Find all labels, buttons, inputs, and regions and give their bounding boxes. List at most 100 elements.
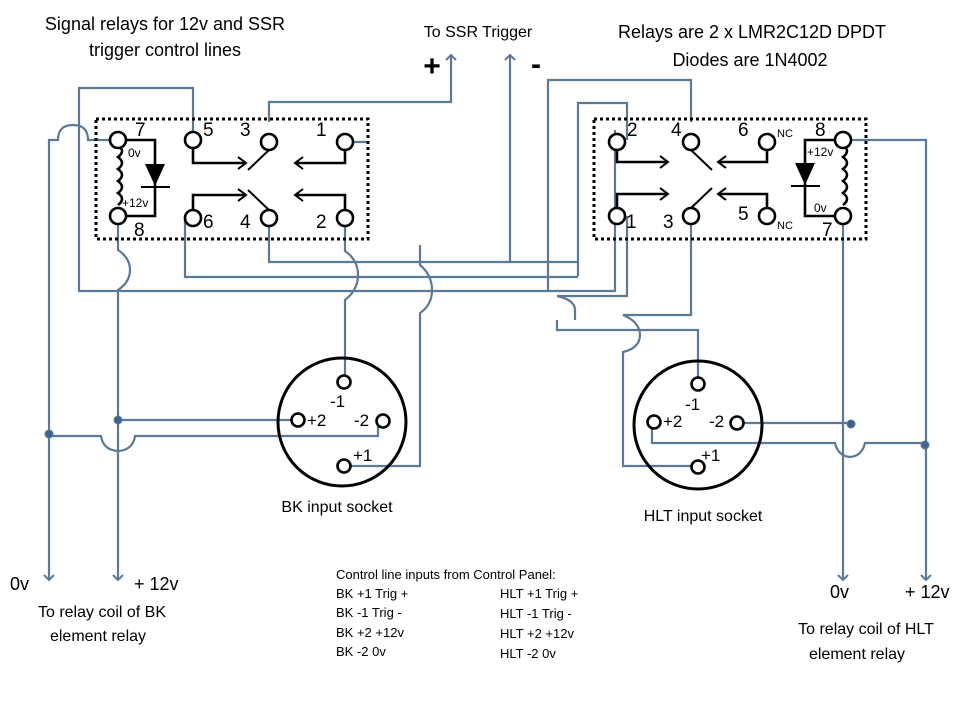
ssr-trigger-label: To SSR Trigger (424, 24, 533, 41)
relay-hlt-diode-icon (795, 163, 815, 185)
relay-hlt-pin-2 (607, 132, 627, 152)
relay-hlt-label-1: 1 (626, 212, 637, 233)
wire-bk-coil-12v (112, 216, 132, 582)
title-right-line-1: Relays are 2 x LMR2C12D DPDT (618, 22, 886, 42)
relay-hlt-label-7: 7 (822, 220, 833, 241)
relay-bk-pin-8 (108, 206, 128, 226)
relay-hlt-label-8: 8 (815, 120, 826, 141)
relay-hlt-nc-label-5: NC (777, 220, 793, 232)
relay-bk-label-5: 5 (203, 120, 214, 141)
wire-hlt1 (556, 216, 629, 320)
relay-hlt-pin-5 (757, 206, 777, 226)
relay-bk-label-1: 1 (316, 120, 327, 141)
ssr-minus-sign: - (531, 48, 541, 81)
wires (43, 53, 932, 582)
socket-bk-label-plus2: +2 (307, 411, 326, 430)
wire-hlt-socket-plus2 (650, 422, 926, 459)
relay-bk-pin-7 (108, 130, 128, 150)
wire-hlt3-to-hlt-socket-plus1 (621, 216, 698, 468)
relay-hlt: 2 4 6 8 1 3 5 7 NC NC +12v 0v (592, 117, 868, 241)
title-left-line-1: Signal relays for 12v and SSR (45, 14, 285, 34)
legend-hlt-3: HLT +2 +12v (500, 626, 574, 641)
junction-bk-0v (44, 429, 54, 439)
socket-bk-label-minus2: -2 (354, 411, 369, 430)
relay-bk-coil-top-label: 0v (128, 146, 141, 160)
socket-hlt-label-minus1: -1 (685, 395, 700, 414)
legend-bk-2: BK -1 Trig - (336, 605, 402, 620)
socket-hlt-pin-minus1 (690, 376, 706, 392)
socket-bk-label-plus1: +1 (353, 446, 372, 465)
wire-bk2-to-bk-socket-minus1 (343, 216, 360, 382)
socket-hlt: -1 +2 -2 +1 HLT input socket (632, 359, 764, 525)
hlt-output-desc-2: element relay (809, 646, 905, 663)
relay-bk-label-2: 2 (316, 212, 327, 233)
relay-bk-coil-icon (115, 143, 124, 207)
junction-hlt-12v (920, 440, 930, 450)
socket-bk-caption: BK input socket (281, 499, 393, 516)
bk-output-desc-1: To relay coil of BK (38, 604, 166, 621)
wire-hlt4-loop (546, 78, 693, 290)
socket-bk: -1 +2 -2 +1 BK input socket (276, 356, 408, 516)
wire-bk3-to-ssr-plus (267, 53, 457, 122)
relay-hlt-nc-label-6: NC (777, 128, 793, 140)
relay-bk-pin-4 (259, 208, 279, 228)
relay-bk-outline (94, 117, 370, 241)
bk-output-12v: + 12v (134, 574, 179, 594)
wire-hlt-socket-minus1 (555, 320, 700, 382)
legend: Control line inputs from Control Panel: … (336, 567, 578, 661)
socket-hlt-label-plus1: +1 (701, 446, 720, 465)
wire-bk4 (267, 216, 578, 264)
relay-hlt-coil-top-label: +12v (807, 145, 833, 159)
relay-hlt-label-5: 5 (738, 204, 749, 225)
legend-hlt-4: HLT -2 0v (500, 646, 556, 661)
socket-hlt-label-plus2: +2 (663, 412, 682, 431)
socket-hlt-caption: HLT input socket (644, 508, 763, 525)
relay-bk: 7 8 5 3 1 6 4 2 0v +12v (94, 117, 370, 241)
bk-output-desc-2: element relay (50, 628, 146, 645)
relay-hlt-pin-8 (833, 130, 853, 150)
relay-hlt-pin-6 (757, 132, 777, 152)
legend-bk-4: BK -2 0v (336, 644, 386, 659)
legend-bk-3: BK +2 +12v (336, 625, 404, 640)
legend-hlt-2: HLT -1 Trig - (500, 606, 572, 621)
relay-bk-coil-bottom-label: +12v (122, 196, 148, 210)
socket-bk-pin-plus2 (290, 412, 306, 428)
legend-title: Control line inputs from Control Panel: (336, 567, 556, 582)
relay-bk-pin-3 (259, 132, 279, 152)
relay-hlt-label-3: 3 (663, 212, 674, 233)
socket-hlt-pin-plus1 (690, 459, 706, 475)
bk-output-0v: 0v (10, 574, 29, 594)
relay-hlt-pin-3 (681, 206, 701, 226)
legend-bk-1: BK +1 Trig + (336, 586, 408, 601)
relay-hlt-pin-1 (607, 206, 627, 226)
socket-hlt-pin-minus2 (729, 415, 745, 431)
socket-bk-label-minus1: -1 (330, 392, 345, 411)
socket-bk-pin-minus1 (336, 374, 352, 390)
relay-hlt-outline (592, 117, 868, 241)
hlt-output-12v: + 12v (905, 582, 950, 602)
relay-hlt-label-6: 6 (738, 120, 749, 141)
relay-hlt-coil-icon (840, 143, 849, 207)
socket-hlt-outline (632, 359, 764, 491)
wire-bk5-to-hlt4 (77, 86, 617, 293)
wire-bk6 (183, 216, 578, 279)
wire-bk-socket-minus2 (49, 425, 380, 453)
socket-bk-pin-plus1 (336, 458, 352, 474)
relay-bk-label-3: 3 (240, 120, 251, 141)
relay-bk-label-4: 4 (240, 212, 251, 233)
relay-hlt-label-4: 4 (671, 120, 682, 141)
hlt-output-desc-1: To relay coil of HLT (798, 621, 934, 638)
relay-bk-label-6: 6 (203, 212, 214, 233)
ssr-plus-sign: + (423, 50, 441, 83)
legend-hlt-1: HLT +1 Trig + (500, 586, 578, 601)
relay-hlt-coil-bottom-label: 0v (814, 201, 827, 215)
relay-bk-label-8: 8 (134, 220, 145, 241)
relay-bk-pin-5 (183, 130, 203, 150)
junction-bk-12v (113, 415, 123, 425)
junction-hlt-0v (846, 419, 856, 429)
socket-bk-pin-minus2 (375, 413, 391, 429)
socket-bk-outline (276, 356, 408, 488)
wire-hlt2-loop (576, 101, 629, 276)
socket-hlt-pin-plus2 (646, 414, 662, 430)
